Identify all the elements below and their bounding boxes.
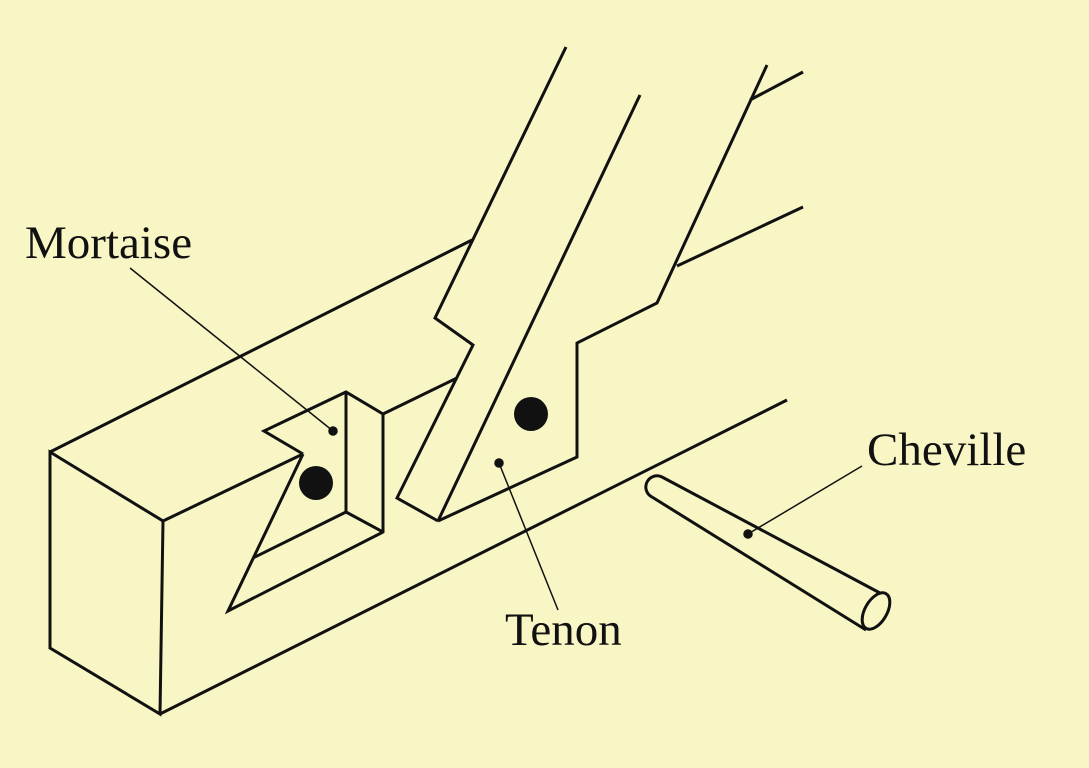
cheville-label: Cheville [867, 424, 1027, 476]
beam-front-face [48, 449, 165, 717]
beam [48, 238, 788, 717]
post-side-edge [676, 205, 804, 268]
mortaise-label: Mortaise [25, 217, 193, 269]
tenon-front-edge [436, 94, 642, 522]
post-top-edge [749, 70, 804, 102]
beam-bottom-edge [159, 398, 788, 716]
mortise-inner-floor [252, 510, 347, 560]
mortaise-leader-dot [328, 426, 338, 436]
tenon-post [395, 46, 804, 523]
peg [644, 474, 892, 632]
tenon-right-outline [437, 64, 769, 523]
mortise-inner-bottom [345, 510, 384, 534]
beam-top-mid-edge [382, 376, 458, 416]
mortise-peg-hole [299, 466, 333, 500]
tenon-leader-dot [494, 458, 504, 468]
mortise-outline [224, 390, 385, 615]
tenon-left-face [395, 46, 568, 523]
cheville-leader [747, 465, 863, 535]
beam-top-front-edge [162, 452, 304, 523]
beam-top-back-edge [49, 238, 473, 454]
mortaise-leader [129, 267, 334, 432]
cheville-leader-dot [743, 529, 753, 539]
tenon-leader [498, 462, 559, 611]
leaders [129, 267, 863, 611]
tenon-peg-hole [514, 397, 548, 431]
peg-end [860, 591, 892, 631]
mortise [224, 390, 385, 615]
peg-body [644, 474, 881, 632]
tenon-label: Tenon [505, 604, 622, 656]
